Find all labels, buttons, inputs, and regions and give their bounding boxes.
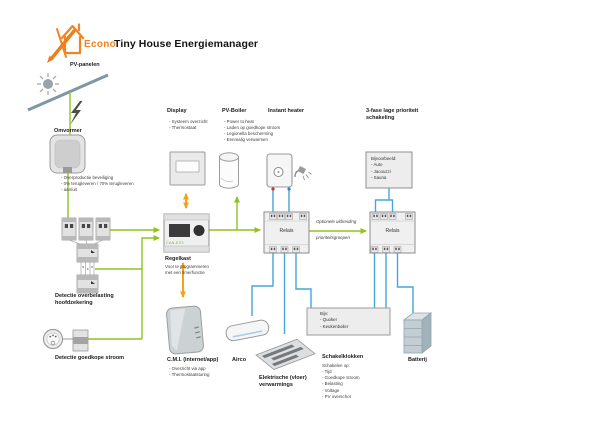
label-line: 3-fase lage prioriteit: [366, 108, 419, 114]
bijv-box-text: Bijv: - Quoker - Keukenboiler: [320, 311, 385, 330]
note-line: Voor te programmeren: [165, 263, 209, 269]
display-notes: - Systeem overzicht - Thermostaat: [169, 119, 224, 131]
note-line: met een timerfunctie: [165, 269, 205, 275]
note-line: - Belasting: [322, 381, 343, 387]
airco-device: [225, 319, 270, 342]
cheap-power-detect-label: Detectie goedkope stroom: [55, 355, 125, 361]
pv-boiler-device: [219, 152, 239, 189]
overload-detect-label: Detectie overbelasting hoofdzekering: [55, 293, 135, 307]
instant-heater-device: [266, 153, 293, 191]
omvormer-label: Omvormer: [54, 128, 82, 134]
optional-extension-line1: Optionele uitbreiding: [316, 219, 357, 224]
box-line: - Sauna: [371, 175, 387, 181]
page-title: Tiny House Energiemanager: [114, 38, 259, 50]
cmi-notes: - Overzicht via app - Thermostaatsturing: [169, 366, 224, 378]
main-fuse-module: [76, 243, 99, 263]
note-line: - Systeem overzicht: [169, 119, 208, 124]
pv-panel-icon: [27, 73, 109, 112]
panel-wiring: [68, 239, 104, 275]
note-line: - 0% terugleveren / 70% terugleveren: [61, 181, 134, 187]
note-line: - Goedkope stroom: [322, 375, 360, 381]
note-line: - Overzicht via app: [169, 365, 206, 371]
floor-heating-device: [255, 338, 316, 371]
breaker-module: [95, 217, 111, 241]
label-line: verwarmings: [259, 382, 293, 389]
note-line: - Overproductie beveiliging: [61, 175, 114, 180]
box-line: - Keukenboiler: [320, 323, 349, 329]
note-line: - Eenmalig verwarmen: [224, 137, 268, 143]
note-line: - Thermostaat: [169, 125, 197, 131]
pv-boiler-notes: - Power to heat - Laden op goedkope stro…: [224, 119, 294, 144]
smart-plug-module: [72, 329, 89, 352]
relay-right-device: [369, 211, 416, 254]
cmi-device: [166, 305, 204, 355]
omvormer-notes: - Overproductie beveiliging - 0% terugle…: [61, 175, 156, 193]
bijv-box: [306, 307, 391, 336]
box-line: Bijv:: [320, 311, 329, 316]
time-switches-notes: Schakelen op: - Tijd - Goedkope stroom -…: [322, 363, 370, 400]
sun-icon: [37, 73, 59, 95]
breaker-module: [78, 217, 94, 241]
note-line: - Laden op goedkope stroom: [224, 125, 281, 131]
floor-heating-label: Elektrische (vloer) verwarmings: [259, 375, 324, 389]
battery-device: [402, 312, 433, 354]
breaker-modules: [61, 217, 111, 241]
label-line: hoofdzekering: [55, 300, 93, 307]
optional-extension-line2: prioriteitsgroepen: [316, 235, 350, 240]
label-line: Detectie overbelasting: [55, 293, 114, 299]
display-label: Display: [167, 108, 187, 114]
note-line: - Thermostaatsturing: [169, 371, 210, 377]
note-line: - Power to heat: [224, 119, 254, 124]
note-line: - Voltage: [322, 387, 340, 393]
lightning-icon: [70, 101, 83, 125]
battery-label: Batterij: [408, 357, 427, 363]
label-line: Elektrische (vloer): [259, 375, 307, 381]
note-line: - Tijd: [322, 369, 332, 375]
shower-icon: [294, 166, 312, 181]
cmi-label: C.M.I. (internet/app): [167, 357, 219, 363]
regelkast-device-code: CAN-EZ3: [166, 240, 184, 245]
time-switches-label: Schakelklokken: [322, 354, 364, 360]
omvormer-device: [49, 134, 86, 174]
breaker-module: [61, 217, 77, 241]
relay-right-label: Relais: [385, 228, 400, 234]
box-line: Bijvoorbeeld:: [371, 156, 397, 161]
note-line: Schakelen op:: [322, 363, 350, 368]
logo-house-icon: [47, 23, 85, 63]
label-line: schakeling: [366, 115, 395, 122]
regelkast-label: Regelkast: [165, 256, 191, 262]
regelkast-notes: Voor te programmeren met een timerfuncti…: [165, 264, 220, 276]
green-wires: [67, 92, 367, 340]
logo-text: Econo: [84, 39, 117, 50]
note-line: - Legionella bescherming: [224, 131, 274, 137]
airco-label: Airco: [232, 357, 247, 363]
instant-heater-label: Instant heater: [268, 108, 305, 114]
pv-panels-label: PV-panelen: [70, 62, 100, 68]
examples-box-text: Bijvoorbeeld: - Auto - Jacouzzi - Sauna: [371, 156, 411, 182]
box-line: - Auto: [371, 162, 383, 168]
blue-wires: [251, 188, 414, 334]
box-line: - Quoker: [320, 317, 338, 323]
box-line: - Jacouzzi: [371, 168, 391, 174]
note-line: - PV overschot: [322, 393, 351, 399]
socket-icon: [42, 328, 64, 350]
kwh-meter-module: [76, 274, 99, 294]
relay-left-device: [263, 211, 310, 254]
three-phase-label: 3-fase lage prioriteit schakeling: [366, 108, 436, 122]
relay-left-label: Relais: [279, 228, 294, 234]
examples-box: [365, 151, 413, 189]
pv-boiler-label: PV-Boiler: [222, 108, 247, 114]
note-line: - aan/uit: [61, 187, 77, 193]
regelkast-device: [163, 213, 210, 253]
display-device: [169, 151, 206, 186]
